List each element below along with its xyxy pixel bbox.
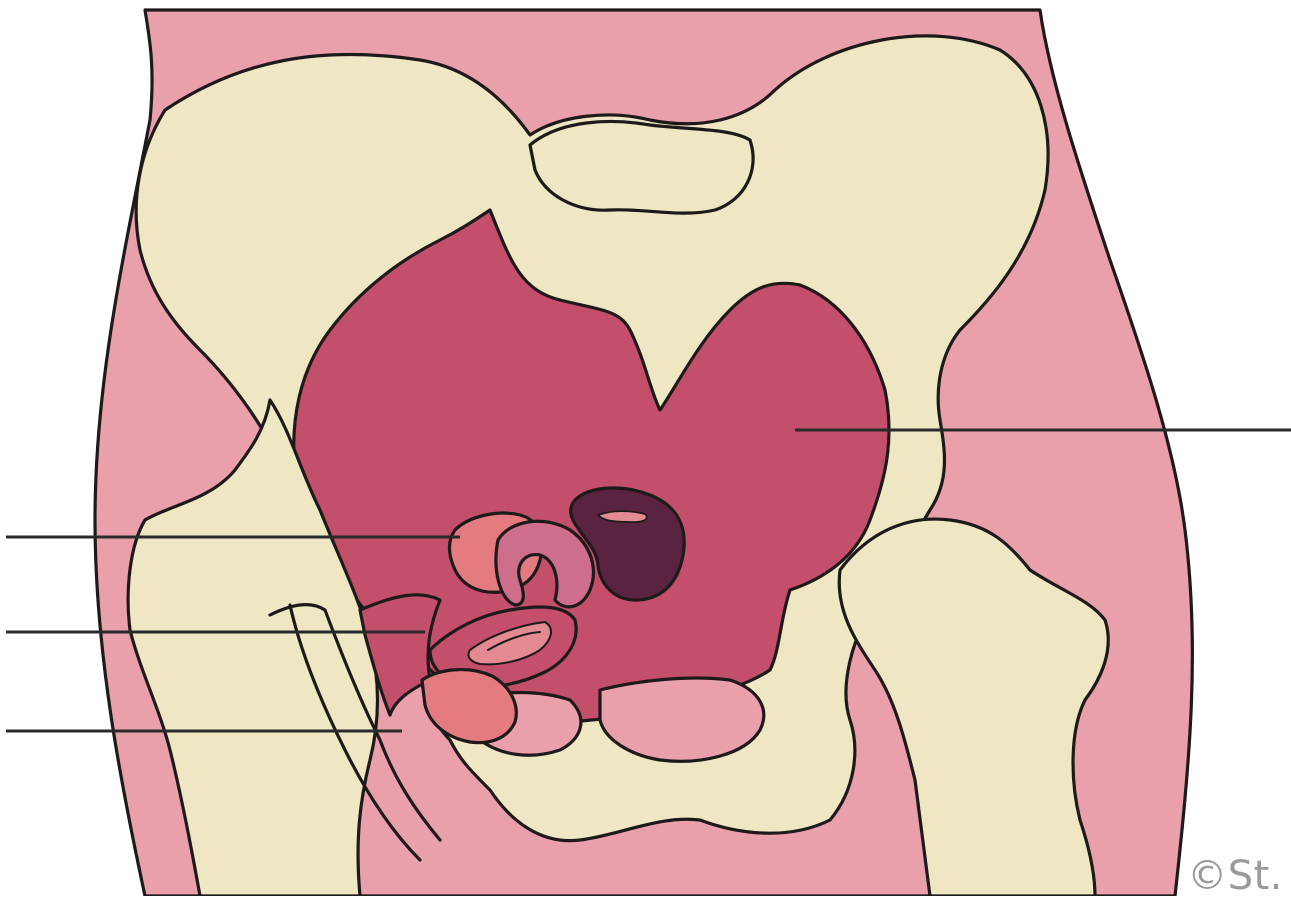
sacrum-top <box>530 122 753 214</box>
pubic-bone <box>600 678 764 761</box>
copyright-mark: ©St. <box>1187 856 1283 896</box>
